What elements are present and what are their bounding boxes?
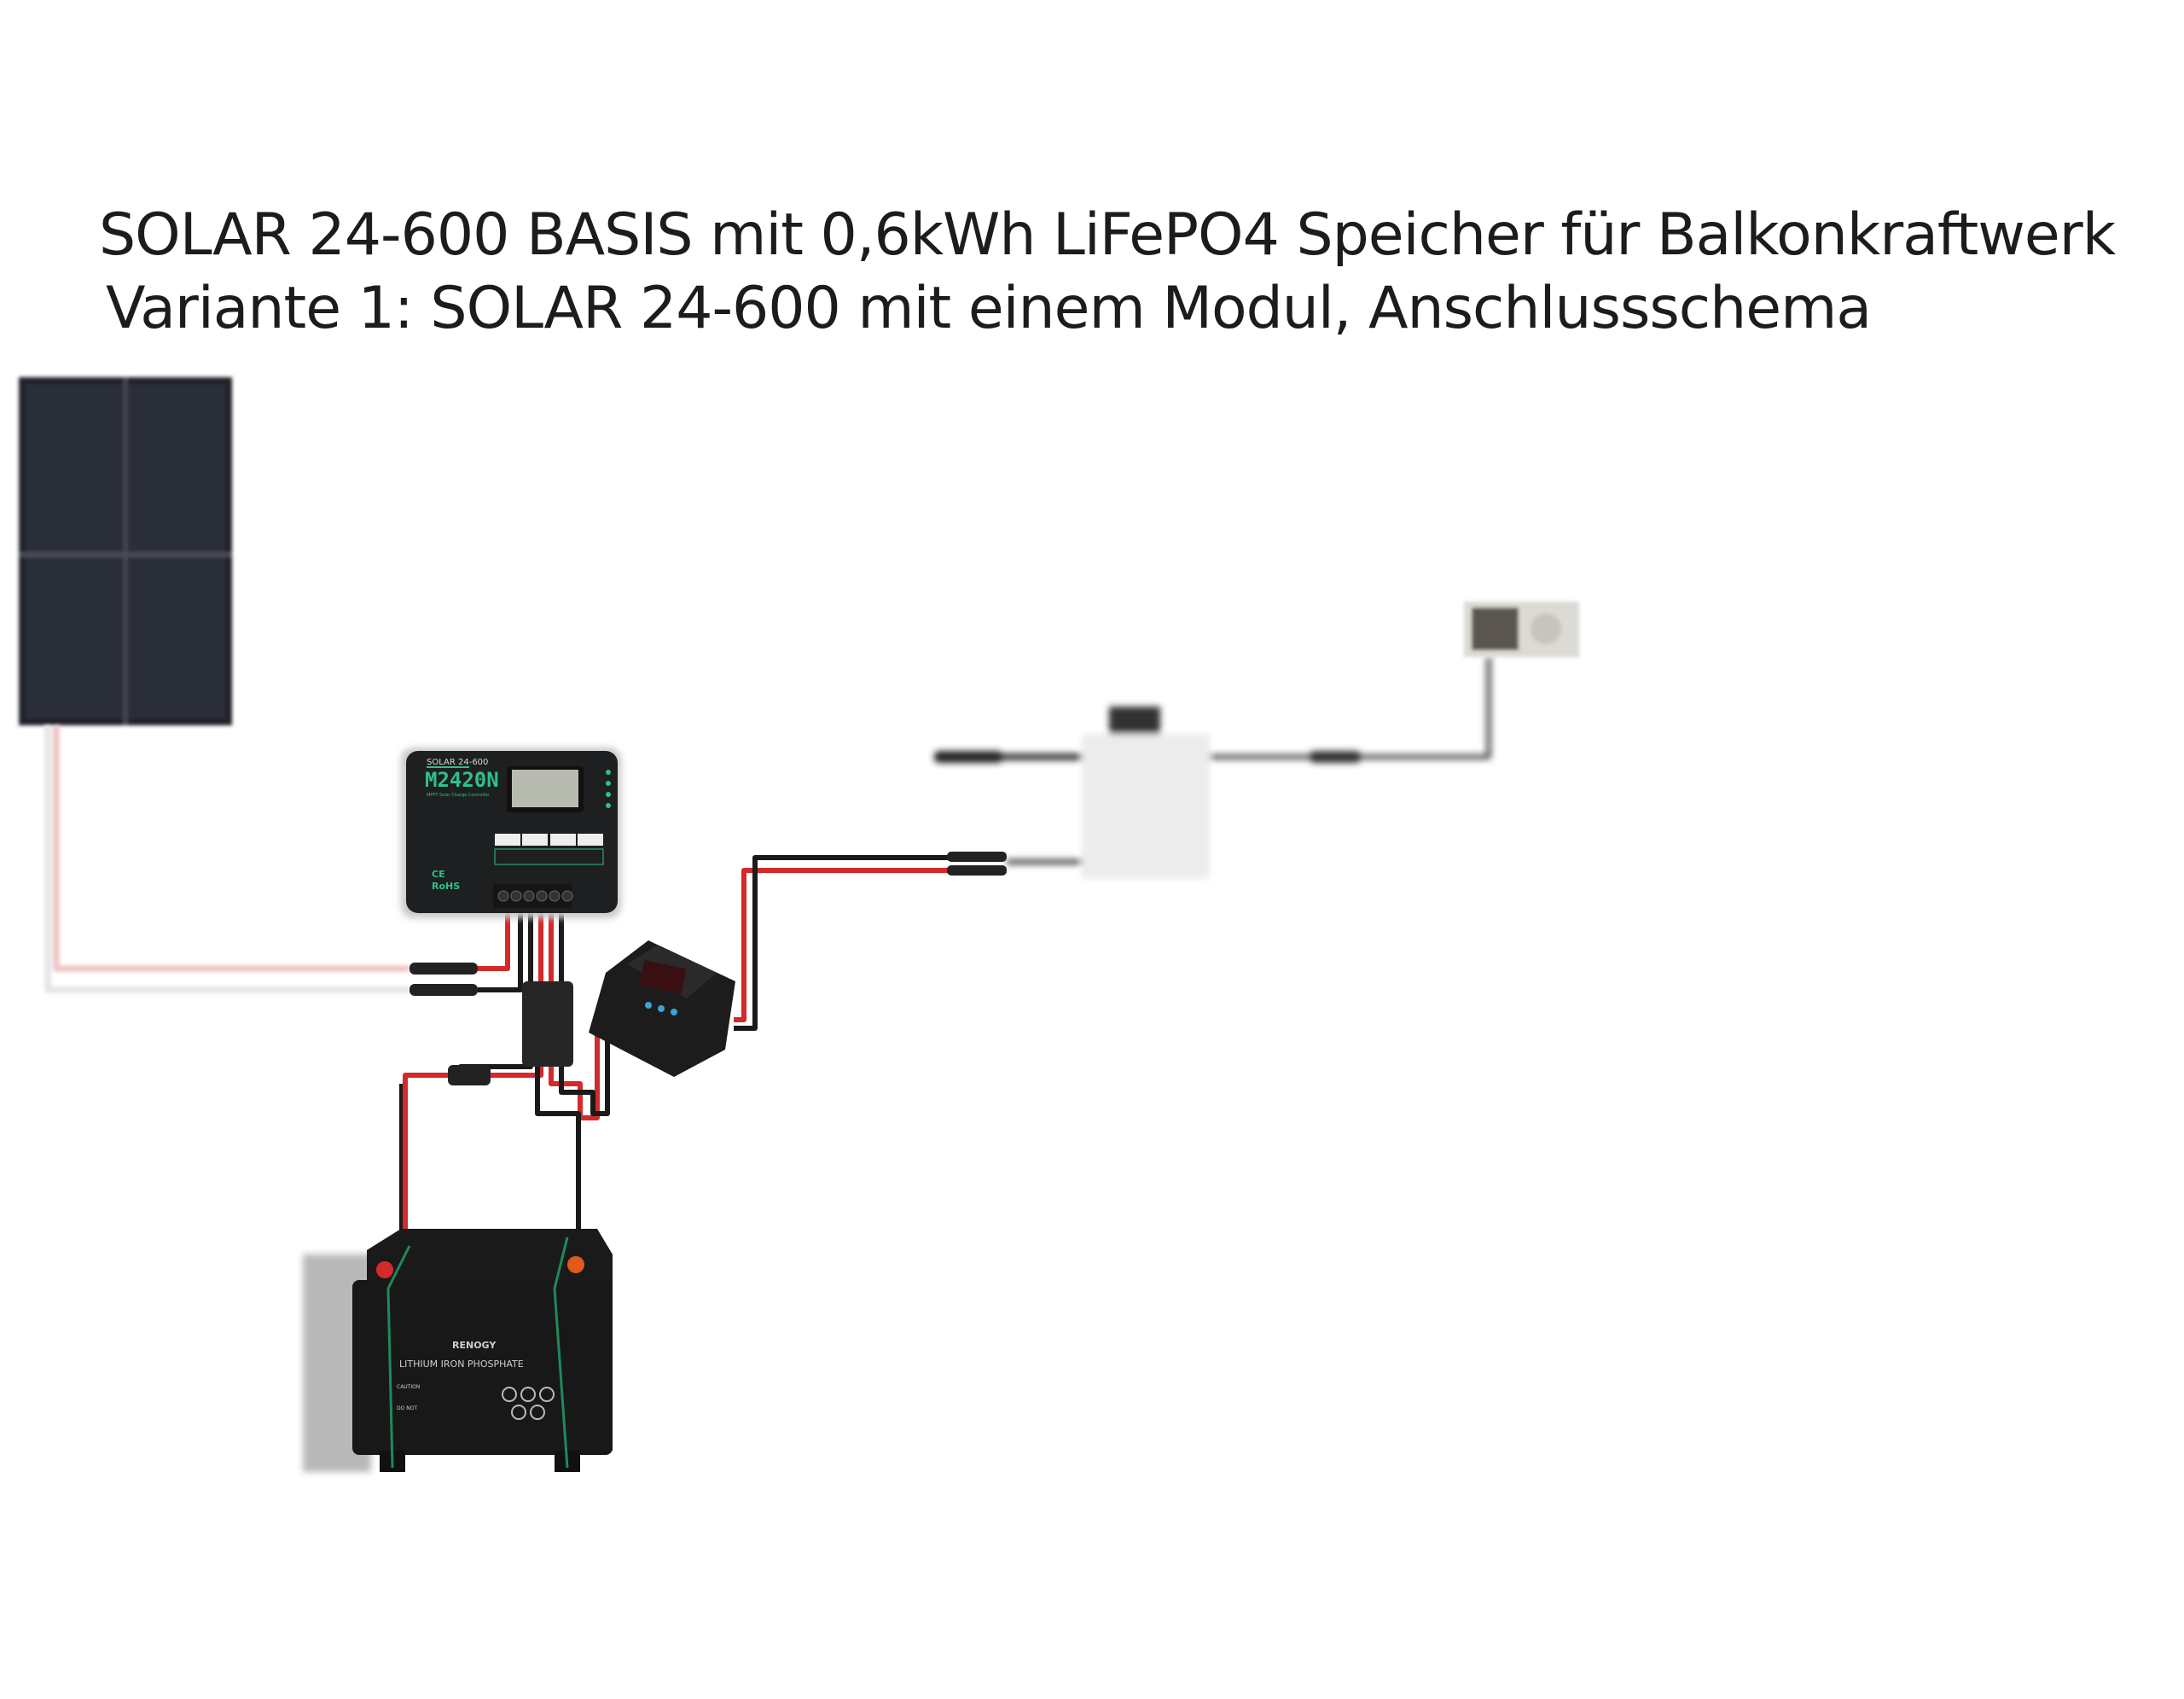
- battery-brand: RENOGY: [452, 1340, 497, 1351]
- controller-brand-line: SOLAR 24-600: [427, 758, 488, 767]
- controller-buttons: [495, 834, 603, 846]
- controller-model: M2420N: [425, 768, 499, 792]
- converter-display: [639, 960, 687, 994]
- controller-description: MPPT Solar Charge Controller: [427, 793, 490, 798]
- battery-caution: CAUTION: [397, 1384, 420, 1390]
- charge-controller: SOLAR 24-600 M2420N MPPT Solar Charge Co…: [401, 748, 621, 918]
- mc4-connectors-panel: [410, 963, 478, 996]
- status-led: [606, 770, 611, 775]
- panel-cables: [44, 725, 410, 993]
- battery-strap: [553, 1236, 569, 1469]
- converter-positive-wire: [734, 868, 951, 1022]
- inline-fuse: [448, 1065, 491, 1085]
- status-led: [606, 781, 611, 786]
- status-led: [606, 792, 611, 797]
- terminal-label-table: [494, 848, 604, 865]
- lcd-display: [512, 770, 578, 807]
- status-led: [606, 803, 611, 808]
- solar-panel: [19, 377, 232, 725]
- battery-warning-icons: [502, 1387, 555, 1420]
- battery-negative-terminal: [567, 1256, 584, 1273]
- mc4-connector: [947, 865, 1007, 876]
- branch-connectors: [522, 981, 573, 1067]
- diagram-title: SOLAR 24-600 BASIS mit 0,6kWh LiFePO4 Sp…: [99, 201, 2116, 269]
- battery-strap: [386, 1245, 411, 1469]
- back-button: [578, 834, 603, 846]
- converter-negative-wire: [734, 855, 951, 1031]
- battery-positive-terminal: [376, 1261, 393, 1278]
- battery-type: LITHIUM IRON PHOSPHATE: [399, 1359, 524, 1370]
- wall-socket: [1464, 602, 1579, 657]
- up-button: [522, 834, 548, 846]
- pv-negative-wire: [478, 905, 523, 992]
- microinverter: [934, 657, 1491, 879]
- down-button: [550, 834, 576, 846]
- dc-converter: [589, 940, 735, 1077]
- battery-do-not: DO NOT: [397, 1405, 417, 1411]
- menu-button: [495, 834, 520, 846]
- diagram-subtitle: Variante 1: SOLAR 24-600 mit einem Modul…: [106, 275, 1872, 342]
- battery: RENOGY LITHIUM IRON PHOSPHATE CAUTION DO…: [303, 1229, 613, 1472]
- controller-battery-wires: [399, 905, 610, 1263]
- ce-mark: CE: [432, 869, 445, 880]
- rohs-mark: RoHS: [432, 881, 460, 892]
- pv-positive-wire: [478, 905, 510, 971]
- mc4-connector: [947, 852, 1007, 862]
